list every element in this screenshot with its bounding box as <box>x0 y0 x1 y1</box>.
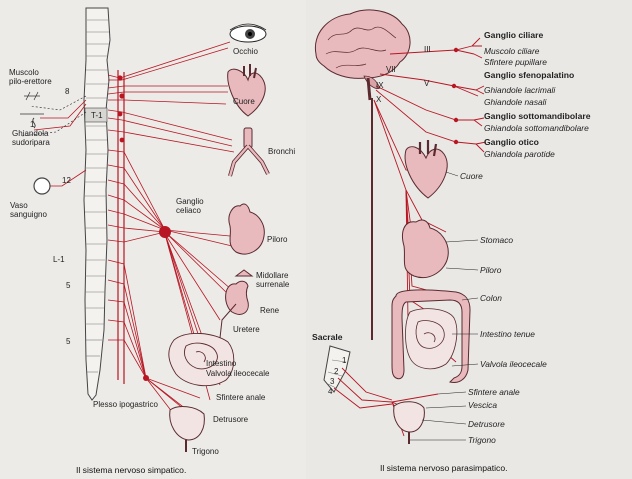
label-pilo-erettore: pilo-erettore <box>9 78 52 86</box>
label-sfintere-anale: Sfintere anale <box>468 388 520 397</box>
label-ghiandole-nasali: Ghiandole nasali <box>484 98 546 107</box>
sacral-label-4: 4 <box>328 388 332 396</box>
label-plesso-ipogastrico: Plesso ipogastrico <box>93 401 158 409</box>
nerve-label-v: V <box>424 80 429 88</box>
label-bronchi: Bronchi <box>268 148 295 156</box>
bladder-icon <box>170 407 205 452</box>
nerve-label-iii: III <box>424 46 431 54</box>
label-detrusore: Detrusore <box>213 416 248 424</box>
label-celiaco: celiaco <box>176 207 201 215</box>
eye-icon <box>230 24 266 42</box>
sacral-label-1: 1 <box>342 357 346 365</box>
stomach-icon <box>403 220 449 278</box>
nerve-label-vii: VII <box>386 66 396 74</box>
label-ganglio-sfenopalatino: Ganglio sfenopalatino <box>484 71 574 80</box>
label-sfintere-pupillare: Sfintere pupillare <box>484 58 547 67</box>
label-piloro: Piloro <box>480 266 501 275</box>
label-detrusore: Detrusore <box>468 420 505 429</box>
label-rene: Rene <box>260 307 279 315</box>
brain-icon <box>315 10 410 100</box>
heart-icon <box>405 140 447 198</box>
sacral-nerves <box>334 368 438 436</box>
vessel-icon <box>34 178 50 194</box>
nerve-label-ix: IX <box>376 82 384 90</box>
label-ganglio-otico: Ganglio otico <box>484 138 539 147</box>
label-intestino: Intestino <box>206 360 236 368</box>
bladder-icon <box>394 402 425 444</box>
label-colon: Colon <box>480 294 502 303</box>
label-valvola-ileocecale: Valvola ileocecale <box>480 360 547 369</box>
level-12: 12 <box>62 177 71 185</box>
label-surrenale: surrenale <box>256 281 289 289</box>
label-stomaco: Stomaco <box>480 236 513 245</box>
label-vescica: Vescica <box>468 401 497 410</box>
level-t1: T-1 <box>91 112 103 120</box>
small-intestine-icon <box>406 309 457 369</box>
label-sanguigno: sanguigno <box>10 211 47 219</box>
label-sacrale: Sacrale <box>312 333 343 342</box>
spinal-column <box>84 8 110 400</box>
level-1: 1 <box>30 121 34 129</box>
hypogastric-plexus <box>143 375 149 381</box>
label-ganglio-sottomandibolare: Ganglio sottomandibolare <box>484 112 590 121</box>
label-intestino-tenue: Intestino tenue <box>480 330 535 339</box>
sympathetic-caption: Il sistema nervoso simpatico. <box>76 465 186 475</box>
label-muscolo-ciliare: Muscolo ciliare <box>484 47 539 56</box>
nerve-label-x: X <box>376 96 381 104</box>
heart-icon <box>228 64 265 116</box>
label-cuore: Cuore <box>233 98 255 106</box>
label-valvola-ileocecale: Valvola ileocecale <box>206 370 269 378</box>
level-5-lumbar: 5 <box>66 282 70 290</box>
sacral-label-2: 2 <box>334 368 338 376</box>
parasympathetic-ganglia <box>452 48 458 144</box>
label-sfintere-anale: Sfintere anale <box>216 394 265 402</box>
parasympathetic-caption: Il sistema nervoso parasimpatico. <box>380 463 508 473</box>
label-occhio: Occhio <box>233 48 258 56</box>
level-l1: L-1 <box>53 256 65 264</box>
label-trigono: Trigono <box>468 436 496 445</box>
label-ganglio-ciliare: Ganglio ciliare <box>484 31 543 40</box>
level-5-sacral: 5 <box>66 338 70 346</box>
label-uretere: Uretere <box>233 326 260 334</box>
label-ghiandola-sottomandibolare: Ghiandola sottomandibolare <box>484 124 589 133</box>
label-sudoripara: sudoripara <box>12 139 50 147</box>
sacral-label-3: 3 <box>330 378 334 386</box>
sympathetic-panel: Muscolo pilo-erettore Ghiandola sudoripa… <box>0 0 306 479</box>
bronchi-icon <box>230 128 268 176</box>
label-piloro: Piloro <box>267 236 287 244</box>
label-trigono: Trigono <box>192 448 219 456</box>
label-ghiandola-parotide: Ghiandola parotide <box>484 150 555 159</box>
parasympathetic-panel: Ganglio ciliare Muscolo ciliare Sfintere… <box>306 0 632 479</box>
level-8: 8 <box>65 88 69 96</box>
celiac-ganglion <box>159 226 171 238</box>
label-ghiandole-lacrimali: Ghiandole lacrimali <box>484 86 555 95</box>
stomach-icon <box>229 204 264 254</box>
label-cuore: Cuore <box>460 172 483 181</box>
